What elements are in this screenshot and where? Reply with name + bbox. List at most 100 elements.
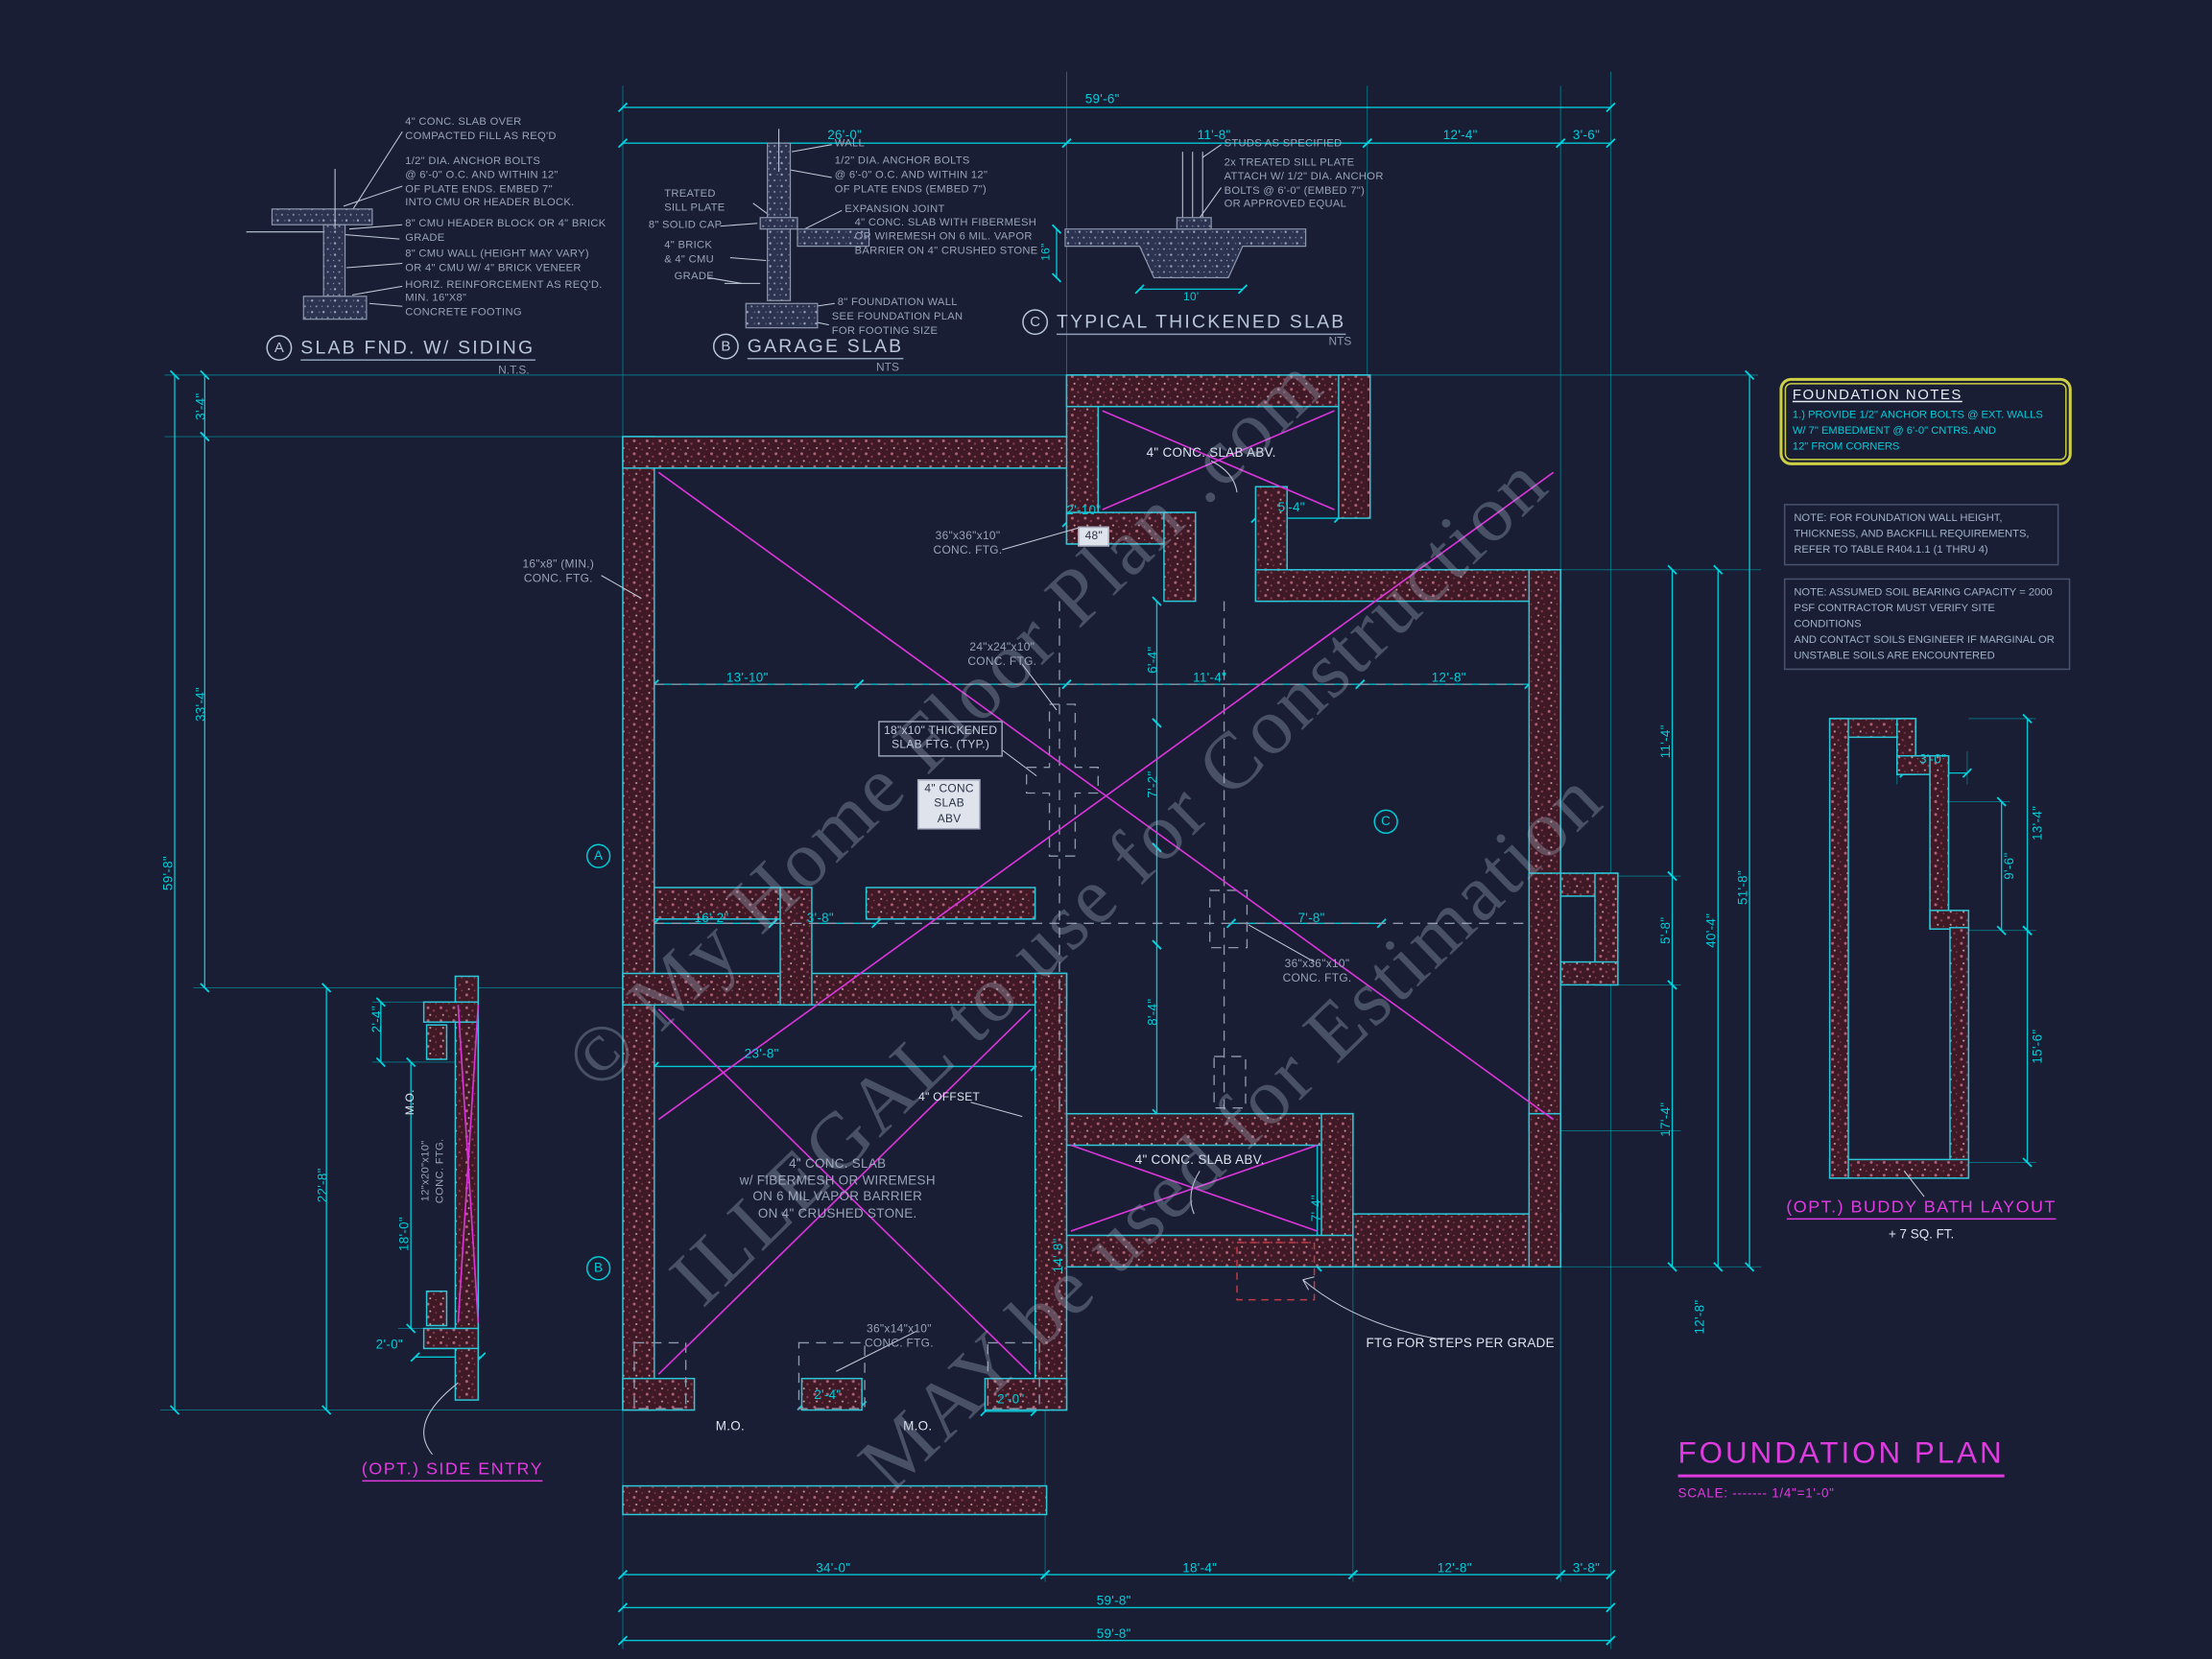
annotation-label: EXPANSION JOINT [844, 201, 945, 215]
annotation-label: 18'-0" [396, 1217, 412, 1252]
foundation-walls [422, 374, 1970, 1516]
annotation-label: 3'-8" [1572, 1560, 1601, 1576]
annotation-label: MIN. 16"X8" CONCRETE FOOTING [405, 291, 522, 319]
annotation-label: 15'-6" [2030, 1029, 2045, 1064]
detail-ref-a: A [585, 843, 611, 868]
detail-a-header: A SLAB FND. W/ SIDING [266, 335, 535, 361]
annotation-label: 34'-0" [816, 1560, 851, 1576]
annotation-label: 9'-6" [2001, 852, 2016, 880]
detail-c-title: TYPICAL THICKENED SLAB [1057, 310, 1346, 335]
annotation-label: STUDS AS SPECIFIED [1224, 135, 1343, 150]
annotation-label: 2x TREATED SILL PLATE ATTACH W/ 1/2" DIA… [1224, 154, 1384, 210]
annotation-label: 6'-4" [1145, 646, 1160, 674]
annotation-label: 11'-4" [1657, 724, 1673, 759]
detail-c-scale: NTS [1328, 335, 1352, 348]
detail-ref-b: B [585, 1256, 611, 1281]
annotation-label: 1/2" DIA. ANCHOR BOLTS @ 6'-0" O.C. AND … [834, 154, 988, 195]
annotation-label: HORIZ. REINFORCEMENT AS REQ'D. [405, 277, 603, 292]
steps-footing-dashed [1236, 1242, 1316, 1301]
annotation-label: 8" CMU WALL (HEIGHT MAY VARY) OR 4" CMU … [405, 246, 589, 273]
annotation-label: 8'-4" [1145, 998, 1160, 1026]
annotation-label: 12'-8" [1692, 1299, 1707, 1335]
annotation-label: 4" OFFSET [918, 1090, 981, 1103]
annotation-label: 12'-8" [1437, 1560, 1472, 1576]
annotation-label: 3'-6" [1572, 128, 1601, 142]
annotation-label: 3'-0" [1918, 751, 1947, 767]
annotation-label: GRADE [674, 269, 714, 283]
detail-a-bubble: A [266, 335, 293, 361]
annotation-label: 7'-8" [1297, 911, 1325, 926]
annotation-label: 4" CONC. SLAB OVER COMPACTED FILL AS REQ… [405, 114, 557, 142]
annotation-label: 4" BRICK & 4" CMU [664, 238, 714, 266]
annotation-label: 40'-4" [1703, 912, 1719, 948]
annotation-label: 2'-0" [997, 1391, 1025, 1407]
annotation-label: 59'-8" [1096, 1626, 1131, 1641]
detail-a-scale: N.T.S. [498, 363, 530, 377]
annotation-label: 2'-4" [369, 1006, 385, 1033]
annotation-label: TREATED SILL PLATE [664, 186, 725, 214]
side-entry-title: (OPT.) SIDE ENTRY [338, 1458, 567, 1482]
annotation-label: 12'-4" [1442, 128, 1478, 142]
dim-top-overall: 59'-6" [1084, 91, 1120, 107]
annotation-label: 16" [1038, 243, 1053, 261]
annotation-label: 23'-8" [744, 1046, 779, 1061]
annotation-label: M.O. [403, 1089, 416, 1116]
annotation-label: 26'-0" [827, 128, 863, 142]
annotation-label: 8" FOUNDATION WALL [837, 295, 958, 308]
detail-c-graphic [1051, 152, 1307, 295]
detail-a-graphic [246, 169, 373, 320]
foundation-notes-box: FOUNDATION NOTES 1.) PROVIDE 1/2" ANCHOR… [1779, 377, 2072, 465]
annotation-label: 5'-4" [1277, 499, 1305, 514]
detail-ref-c: C [1373, 809, 1398, 835]
annotation-label: 2'-10" [1066, 502, 1102, 517]
detail-a-title: SLAB FND. W/ SIDING [300, 336, 535, 361]
detail-c-bubble: C [1022, 309, 1049, 336]
annotation-label: 36"x36"x10" CONC. FTG. [933, 529, 1003, 557]
annotation-label: 11'-4" [1193, 670, 1227, 685]
dim-left-overall: 59'-8" [160, 856, 176, 891]
annotation-label: 51'-8" [1735, 869, 1750, 905]
annotation-label: 8" CMU HEADER BLOCK OR 4" BRICK [405, 216, 607, 229]
annotation-label: GRADE [405, 230, 445, 244]
annotation-label: 1/2" DIA. ANCHOR BOLTS @ 6'-0" O.C. AND … [405, 154, 575, 209]
foundation-notes-body: 1.) PROVIDE 1/2" ANCHOR BOLTS @ EXT. WAL… [1792, 408, 2043, 453]
buddy-bath-title: (OPT.) BUDDY BATH LAYOUT [1764, 1197, 2079, 1221]
detail-b-scale: NTS [876, 360, 899, 374]
label-slab-above-center: 4" CONC SLAB ABV [916, 779, 982, 830]
label-slab-above-porch: 4" CONC. SLAB ABV. [1134, 1152, 1265, 1168]
annotation-label: 13'-10" [725, 670, 769, 685]
annotation-label: 12'-8" [1431, 670, 1466, 685]
annotation-label: 48" [1078, 526, 1110, 548]
dimension-lines [169, 102, 2033, 1646]
sheet-title: FOUNDATION PLAN [1677, 1437, 2005, 1478]
sheet-scale: SCALE: ------- 1/4"=1'-0" [1677, 1485, 1835, 1501]
annotation-label: 22'-8" [315, 1168, 330, 1203]
slab-diagonals [457, 410, 1555, 1375]
annotation-label: SEE FOUNDATION PLAN FOR FOOTING SIZE [831, 309, 963, 337]
annotation-label: 12"x20"x10" CONC. FTG. [418, 1138, 445, 1204]
label-slab-above-stoop: 4" CONC. SLAB ABV. [1146, 445, 1276, 461]
detail-b-header: B GARAGE SLAB [712, 333, 904, 360]
wall-height-note: NOTE: FOR FOUNDATION WALL HEIGHT, THICKN… [1783, 504, 2059, 565]
annotation-label: 4" CONC. SLAB WITH FIBERMESH OR WIREMESH… [854, 215, 1038, 256]
annotation-label: 36"x14"x10" CONC. FTG. [864, 1321, 934, 1350]
callout-min-footing: 16"x8" (MIN.) CONC. FTG. [522, 557, 595, 586]
annotation-label: 36"x36"x10" CONC. FTG. [1282, 957, 1352, 985]
detail-b-bubble: B [712, 333, 739, 360]
annotation-label: 3'-8" [806, 911, 834, 926]
annotation-label: 24"x24"x10" CONC. FTG. [967, 640, 1037, 669]
soil-bearing-note: NOTE: ASSUMED SOIL BEARING CAPACITY = 20… [1783, 578, 2071, 671]
annotation-label: 11'-8" [1197, 128, 1231, 142]
detail-b-title: GARAGE SLAB [747, 334, 904, 359]
annotation-label: 3'-4" [193, 392, 208, 420]
annotation-label: 10' [1183, 290, 1200, 303]
annotation-label: 5'-8" [1657, 916, 1673, 944]
annotation-label: 17'-4" [1657, 1102, 1673, 1137]
label-garage-slab-note: 4" CONC. SLAB w/ FIBERMESH OR WIREMESH O… [739, 1155, 936, 1221]
annotation-label: 33'-4" [193, 687, 208, 723]
buddy-bath-area: + 7 SQ. FT. [1888, 1226, 1955, 1242]
annotation-label: 2'-0" [375, 1337, 403, 1352]
